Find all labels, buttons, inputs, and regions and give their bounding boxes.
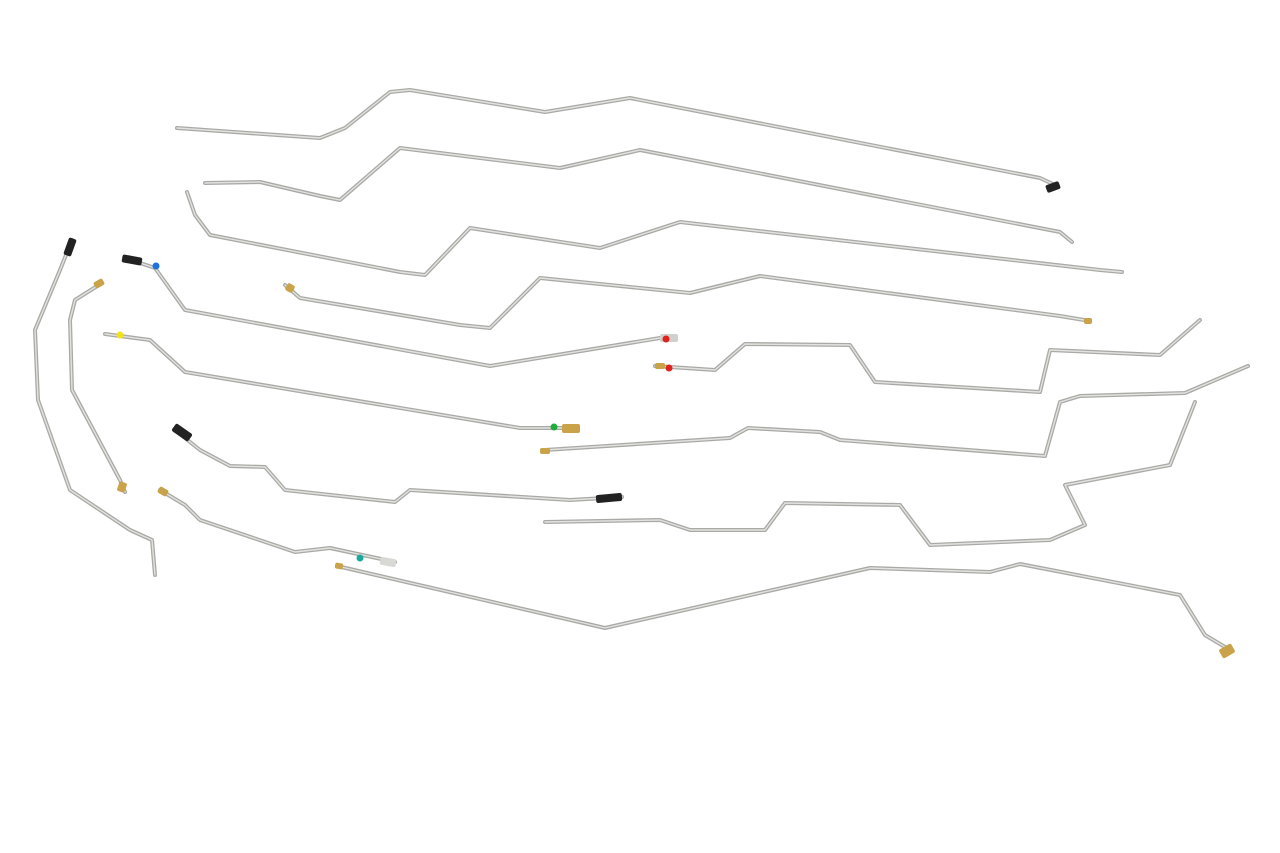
brake-line: [203, 146, 1074, 244]
brake-line-highlight: [34, 239, 156, 576]
brake-line-highlight: [544, 365, 1249, 457]
brake-line: [33, 238, 157, 577]
brake-line: [103, 332, 577, 430]
brake-line-highlight: [176, 89, 1056, 186]
color-marker-band: [550, 423, 558, 431]
brake-line-highlight: [186, 191, 1123, 276]
tube-fitting: [285, 283, 295, 293]
brake-line-highlight: [284, 275, 1091, 329]
color-marker-band: [665, 364, 673, 372]
tube-fitting: [172, 423, 192, 442]
brake-line-highlight: [104, 333, 576, 429]
tube-fitting: [63, 237, 77, 257]
tube-fitting: [540, 448, 550, 454]
brake-line: [653, 318, 1202, 394]
tube-fitting: [379, 556, 397, 568]
tube-fitting: [117, 481, 127, 493]
color-marker-band: [152, 262, 160, 270]
tube-fitting: [121, 254, 143, 266]
tube-fitting: [1219, 643, 1235, 659]
tube-fitting: [1045, 181, 1061, 193]
brake-line-highlight: [69, 282, 126, 493]
tube-fitting: [595, 493, 623, 503]
tube-fitting: [1084, 318, 1092, 324]
brake-line: [283, 274, 1092, 330]
tube-fitting: [157, 486, 169, 497]
brake-line-highlight: [654, 319, 1201, 393]
tube-fitting: [655, 363, 665, 369]
color-marker-band: [116, 331, 124, 339]
brake-line-highlight: [174, 429, 623, 503]
tube-fitting: [334, 562, 344, 570]
brake-line: [335, 562, 1232, 652]
tube-fitting: [93, 278, 105, 289]
brake-line-highlight: [204, 147, 1073, 243]
brake-line-highlight: [336, 563, 1231, 651]
color-marker-band: [356, 554, 364, 562]
brake-line: [185, 190, 1124, 277]
tube-fitting: [562, 424, 580, 433]
brake-line-highlight: [159, 489, 396, 563]
brake-line-highlight: [544, 401, 1196, 546]
brake-line: [543, 400, 1197, 547]
brake-line: [68, 281, 127, 494]
brake-line: [158, 488, 397, 564]
color-marker-band: [662, 335, 670, 343]
